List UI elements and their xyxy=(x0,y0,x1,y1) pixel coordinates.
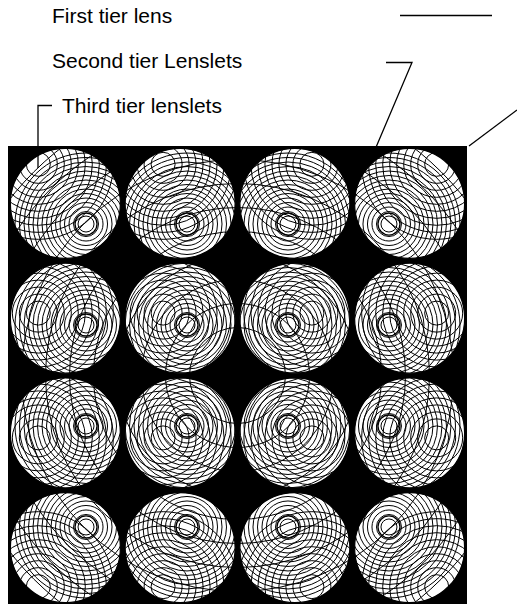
lenslet-rim xyxy=(355,378,465,488)
leader-line xyxy=(469,110,517,146)
lenslet-rings xyxy=(0,64,517,604)
lenslet-rings xyxy=(0,64,517,604)
lenslet-rim xyxy=(125,378,235,488)
second-tier-lenslet xyxy=(0,64,517,604)
lenslet-rings xyxy=(0,64,517,604)
second-tier-lenslet xyxy=(0,64,517,604)
lenslet-rim xyxy=(240,148,350,258)
lenslet-rings xyxy=(0,64,517,604)
lenslet-rings xyxy=(0,64,517,604)
lenslet-rim xyxy=(355,263,465,373)
array-ground xyxy=(8,146,467,604)
callout-label: First tier lens xyxy=(52,5,172,26)
lenslet-disc xyxy=(10,493,120,603)
lenslet-rim xyxy=(240,378,350,488)
lenslet-disc xyxy=(355,263,465,373)
lenslet-rim xyxy=(10,148,120,258)
lenslet-rings xyxy=(0,64,517,604)
lenslet-rim xyxy=(10,378,120,488)
second-tier-lenslet xyxy=(0,64,517,604)
lenslet-rings xyxy=(0,64,517,604)
lenslet-rim xyxy=(125,263,235,373)
second-tier-lenslet xyxy=(0,64,517,604)
lenslet-disc xyxy=(10,263,120,373)
second-tier-lenslet xyxy=(0,64,517,604)
second-tier-lenslet xyxy=(0,64,517,604)
second-tier-lenslet xyxy=(0,64,517,604)
lenslet-rings xyxy=(0,64,517,604)
second-tier-lenslet xyxy=(0,64,517,604)
lenslet-rings xyxy=(0,64,517,604)
lenslet-rim xyxy=(125,493,235,603)
lenslet-rim xyxy=(355,493,465,603)
lenslet-rim xyxy=(125,148,235,258)
leader-line xyxy=(374,63,412,153)
callout-label: Third tier lenslets xyxy=(62,95,222,116)
lenslet-rings xyxy=(0,64,517,604)
lenslet-rings xyxy=(0,64,517,604)
second-tier-lenslet xyxy=(0,64,517,604)
lenslet-rings xyxy=(0,64,517,604)
lenslet-rings xyxy=(0,64,517,604)
lenslet-disc xyxy=(10,378,120,488)
second-tier-lenslet xyxy=(0,64,517,604)
lenslet-rings xyxy=(0,64,517,604)
lenslet-rim xyxy=(10,263,120,373)
lenslet-rim xyxy=(240,493,350,603)
lenslet-disc xyxy=(10,148,120,258)
second-tier-lenslet xyxy=(0,64,517,604)
lenslet-disc xyxy=(355,148,465,258)
lenslet-rings xyxy=(0,64,517,604)
lenslet-rings xyxy=(0,64,517,604)
lenslet-rim xyxy=(240,263,350,373)
second-tier-lenslet xyxy=(0,64,517,604)
second-tier-lenslet xyxy=(0,64,517,604)
leader-line xyxy=(38,106,52,169)
second-tier-lenslet xyxy=(0,64,517,604)
lenslet-rim xyxy=(10,493,120,603)
lenslet-rim xyxy=(355,148,465,258)
callout-label: Second tier Lenslets xyxy=(52,50,242,71)
leader-line xyxy=(400,15,492,16)
second-tier-lenslet xyxy=(0,64,517,604)
second-tier-lenslet xyxy=(0,64,517,604)
lenslet-disc xyxy=(355,378,465,488)
lenslet-disc xyxy=(355,493,465,603)
